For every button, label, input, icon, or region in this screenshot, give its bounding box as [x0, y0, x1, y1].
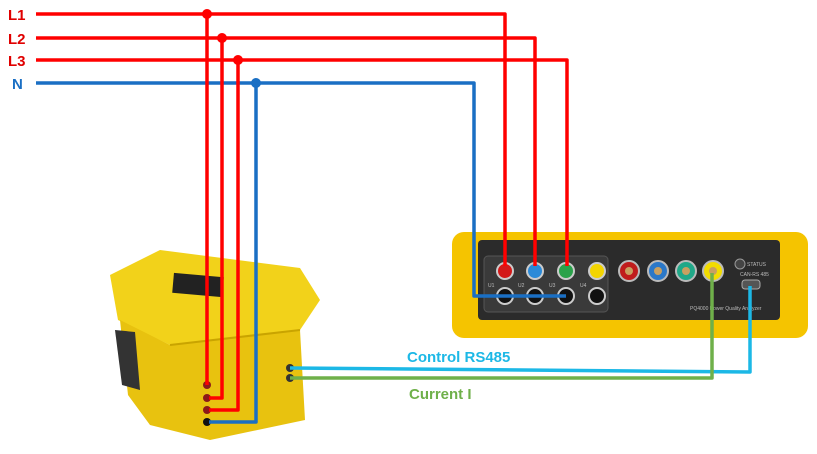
junction-n	[251, 78, 261, 88]
wire-current	[290, 273, 714, 380]
junction-l1	[202, 9, 212, 19]
current-input-sockets	[618, 260, 724, 282]
input-label-u4: U4	[580, 283, 587, 289]
wire-l3-case	[209, 60, 240, 412]
wire-l1	[36, 12, 507, 266]
label-l2: L2	[8, 31, 26, 48]
label-current-i: Current I	[409, 386, 472, 403]
power-quality-analyzer: U1 U2 U3 U4 STATUS CAN-RS 485 PQ4000 Pow…	[452, 232, 808, 338]
junction-l3	[233, 55, 243, 65]
label-control-rs485: Control RS485	[407, 349, 510, 366]
wire-n-case	[209, 83, 258, 424]
label-l1: L1	[8, 7, 26, 24]
junction-l2	[217, 33, 227, 43]
label-n: N	[12, 76, 23, 93]
wire-l2-case	[209, 38, 224, 400]
status-label: STATUS	[747, 262, 767, 268]
test-case-device	[110, 250, 320, 440]
input-label-u1: U1	[488, 283, 495, 289]
input-label-u2: U2	[518, 283, 525, 289]
label-l3: L3	[8, 53, 26, 70]
input-label-u3: U3	[549, 283, 556, 289]
wire-rs485	[289, 286, 752, 374]
wire-l3	[36, 58, 569, 266]
port-label: CAN-RS 485	[740, 272, 769, 278]
wire-l2	[36, 36, 537, 266]
model-text: PQ4000 Power Quality Analyzer	[690, 306, 762, 312]
